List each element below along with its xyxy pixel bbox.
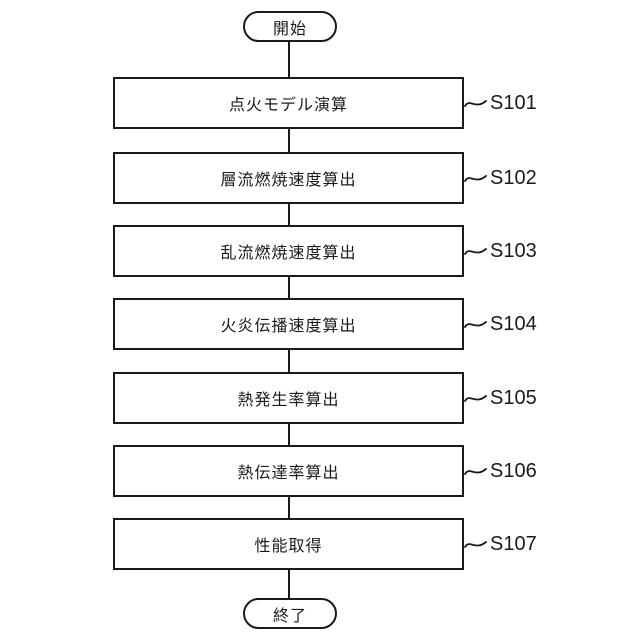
flow-step-s101: 点火モデル演算 S101 [113,77,640,129]
flow-step-s107: 性能取得 S107 [113,518,640,570]
flow-step-s103: 乱流燃焼速度算出 S103 [113,225,640,277]
connector-line [288,497,290,518]
connector-line [288,277,290,298]
process-box: 乱流燃焼速度算出 [113,225,464,277]
tilde-connector-icon [464,541,487,548]
step-id: S105 [490,386,537,409]
flow-step-s104: 火炎伝播速度算出 S104 [113,298,640,350]
process-label: 層流燃焼速度算出 [220,172,357,189]
end-terminal: 終了 [243,598,337,629]
flow-step-s106: 熱伝達率算出 S106 [113,445,640,497]
step-ref: S104 [464,298,537,350]
step-id: S101 [490,91,537,114]
process-box: 熱発生率算出 [113,372,464,424]
tilde-connector-icon [464,175,487,182]
tilde-connector-icon [464,321,487,328]
step-id: S104 [490,312,537,335]
step-id: S107 [490,532,537,555]
process-box: 層流燃焼速度算出 [113,152,464,204]
step-ref: S102 [464,152,537,204]
start-terminal-label: 開始 [272,20,307,38]
connector-line [288,424,290,445]
connector-line [288,570,290,598]
step-id: S103 [490,239,537,262]
connector-line [288,350,290,372]
process-label: 熱発生率算出 [237,392,340,409]
step-ref: S103 [464,225,537,277]
tilde-connector-icon [464,468,487,475]
tilde-connector-icon [464,100,487,107]
process-label: 性能取得 [254,538,323,555]
process-box: 点火モデル演算 [113,77,464,129]
flow-step-s102: 層流燃焼速度算出 S102 [113,152,640,204]
process-box: 性能取得 [113,518,464,570]
process-label: 熱伝達率算出 [237,465,340,482]
process-box: 火炎伝播速度算出 [113,298,464,350]
connector-line [288,41,290,77]
end-terminal-label: 終了 [272,607,307,625]
step-id: S106 [490,459,537,482]
step-ref: S105 [464,372,537,424]
start-terminal: 開始 [243,11,337,42]
connector-line [288,129,290,152]
tilde-connector-icon [464,248,487,255]
step-id: S102 [490,166,537,189]
process-label: 乱流燃焼速度算出 [220,245,357,262]
tilde-connector-icon [464,395,487,402]
step-ref: S101 [464,77,537,129]
process-box: 熱伝達率算出 [113,445,464,497]
process-label: 火炎伝播速度算出 [220,318,357,335]
step-ref: S106 [464,445,537,497]
step-ref: S107 [464,518,537,570]
flow-step-s105: 熱発生率算出 S105 [113,372,640,424]
process-label: 点火モデル演算 [228,97,348,114]
connector-line [288,204,290,225]
